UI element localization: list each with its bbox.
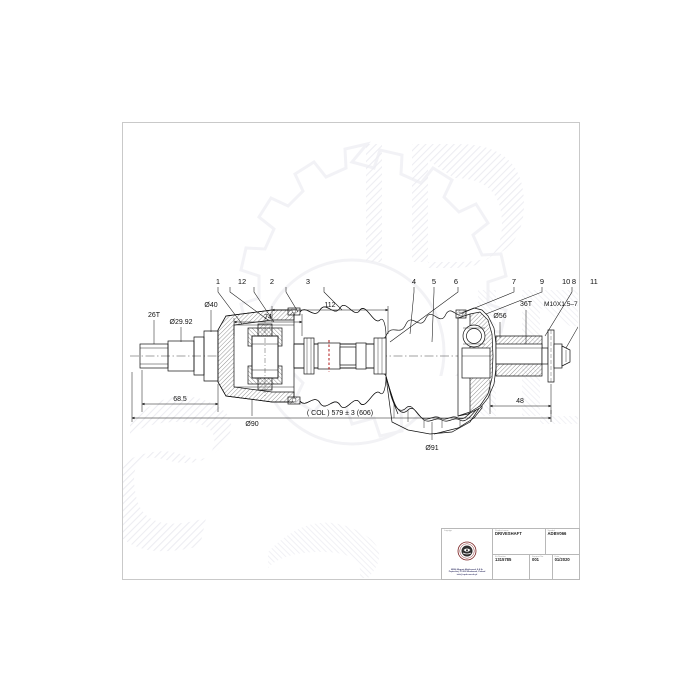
damper-clamp-4 xyxy=(303,337,315,375)
right-spline-stub xyxy=(495,329,571,383)
callout-8: 8 xyxy=(572,277,576,286)
label-thread: M10X1.5–7H xyxy=(544,301,578,308)
callout-12: 12 xyxy=(238,277,246,286)
label-36T: 36T xyxy=(520,301,533,308)
dim-68-5: 68.5 xyxy=(142,370,218,412)
date-caption: Date xyxy=(554,555,560,558)
company-address: MGBi Magnet-Mahlerwerk S.K.A. Papieskiej… xyxy=(448,568,486,577)
title-block-row-bottom: Kit Number 1315785 Support No. 001 Date … xyxy=(493,554,579,580)
mapco-logo-icon xyxy=(457,542,477,561)
title-block-company-cell: Logotyp MGBi Magnet-Mahlerwerk S.K.A. Pa… xyxy=(442,529,493,579)
callout-6: 6 xyxy=(454,277,458,286)
support-no-value: 001 xyxy=(532,556,539,562)
mid-shaft-damper xyxy=(317,340,367,372)
title-block-row-top: Product name DRIVESHAFT Symbol ADBV066 xyxy=(493,529,579,555)
outer-boot-clamp-6 xyxy=(373,337,387,375)
callout-11: 11 xyxy=(590,277,598,286)
callout-4: 4 xyxy=(412,277,416,286)
dim-dia-91: Ø91 xyxy=(425,422,439,452)
svg-text:68.5: 68.5 xyxy=(173,396,187,403)
inner-boot xyxy=(299,305,387,408)
callout-numbers: 1 12 2 3 4 5 6 7 8 xyxy=(216,277,576,286)
symbol-value: ADBV066 xyxy=(547,531,567,537)
label-dia-29-92: Ø29.92 xyxy=(170,319,193,326)
dim-dia-56: Ø56 xyxy=(493,313,507,338)
product-name-value: DRIVESHAFT xyxy=(495,531,522,537)
callout-3: 3 xyxy=(306,277,310,286)
dim-112: 112 xyxy=(272,302,388,334)
label-26T: 26T xyxy=(148,312,161,319)
driveshaft-drawing: 1 12 2 3 4 5 6 7 8 74 112 26T xyxy=(122,122,578,578)
svg-text:112: 112 xyxy=(324,302,335,309)
svg-text:74: 74 xyxy=(264,314,272,321)
symbol-cell: Symbol ADBV066 xyxy=(546,529,579,554)
callout-1: 1 xyxy=(216,277,220,286)
date-value: 01/2020 xyxy=(554,556,570,562)
label-dia-56: Ø56 xyxy=(493,313,506,320)
inner-tripod-joint xyxy=(217,309,295,403)
callout-7: 7 xyxy=(512,277,516,286)
callout-2: 2 xyxy=(270,277,274,286)
label-dia-91: Ø91 xyxy=(425,445,438,452)
support-caption: Support No. xyxy=(532,555,544,558)
symbol-caption: Symbol xyxy=(547,530,555,532)
drawing-frame-border xyxy=(122,122,580,580)
kit-number-cell: Kit Number 1315785 xyxy=(493,554,530,579)
callout-numbers-right: 9 10 xyxy=(540,277,544,286)
support-no-cell: Support No. 001 xyxy=(530,554,553,579)
outer-cv-joint xyxy=(455,307,497,417)
product-name-cell: Product name DRIVESHAFT xyxy=(493,529,546,554)
kit-caption: Kit Number xyxy=(495,555,506,558)
svg-text:48: 48 xyxy=(516,398,524,405)
logo-caption: Logotyp xyxy=(444,530,452,532)
product-caption: Product name xyxy=(495,530,509,532)
dim-74: 74 xyxy=(234,314,302,336)
label-dia-90: Ø90 xyxy=(245,421,258,428)
dim-overall-length: ( COL ) 579 ± 3 (606) xyxy=(132,372,551,422)
title-block-data: Product name DRIVESHAFT Symbol ADBV066 K… xyxy=(493,529,579,579)
dim-48: 48 xyxy=(490,380,551,414)
dim-dia-90: Ø90 xyxy=(245,400,259,428)
dim-36T: 36T xyxy=(520,301,533,344)
title-block: Logotyp MGBi Magnet-Mahlerwerk S.K.A. Pa… xyxy=(441,528,580,580)
label-dia-40: Ø40 xyxy=(204,302,217,309)
label-overall-length: ( COL ) 579 ± 3 (606) xyxy=(307,410,373,417)
dim-thread-label: M10X1.5–7H xyxy=(544,301,578,308)
kit-number-value: 1315785 xyxy=(495,556,512,562)
date-cell: Date 01/2020 xyxy=(553,555,579,580)
callout-leaders xyxy=(217,287,578,349)
dim-left-group: 26T Ø29.92 Ø40 xyxy=(148,302,218,344)
company-logo xyxy=(442,532,492,568)
callout-5: 5 xyxy=(432,277,436,286)
callout-9: 9 xyxy=(540,277,544,286)
